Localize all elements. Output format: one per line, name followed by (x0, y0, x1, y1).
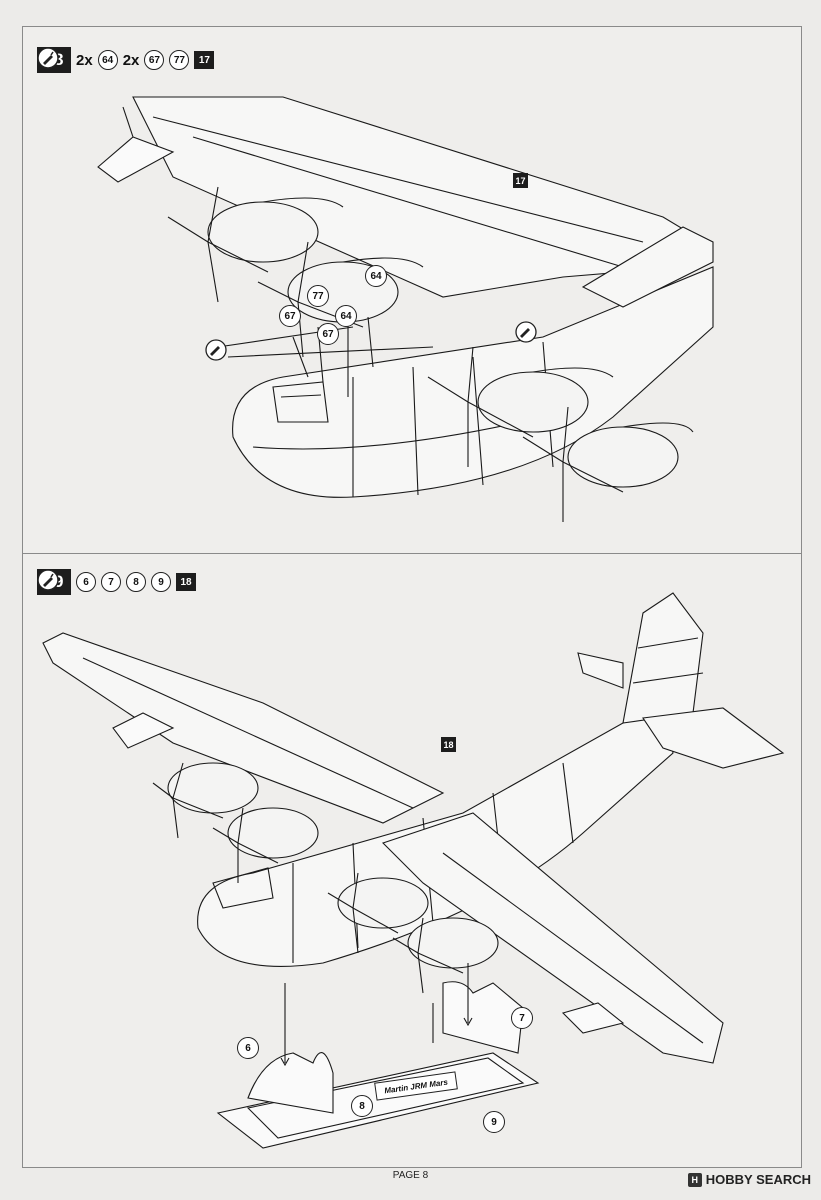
step-19-drawing (42, 592, 785, 1149)
watermark-text: HOBBY SEARCH (705, 1172, 811, 1187)
part-callout: 9 (483, 1111, 505, 1133)
part-number: 67 (144, 50, 165, 70)
instruction-sheet: 18 2x 64 2x 67 77 17 17 64 77 64 67 67 (22, 26, 802, 1168)
part-callout: 7 (511, 1007, 533, 1029)
multiplier-label: 2x (76, 51, 93, 69)
step-18-panel: 18 2x 64 2x 67 77 17 17 64 77 64 67 67 (23, 27, 801, 554)
watermark-icon: H (687, 1172, 702, 1187)
part-callout: 67 (317, 323, 339, 345)
part-callout: 8 (351, 1095, 373, 1117)
part-number: 8 (126, 572, 146, 592)
part-number: 77 (169, 50, 190, 70)
cement-icon (205, 339, 227, 361)
watermark: H HOBBY SEARCH (687, 1172, 811, 1187)
reference-step: 17 (194, 51, 215, 69)
part-callout: 67 (279, 305, 301, 327)
step-18-drawing (97, 96, 714, 522)
model-label: 17 (513, 173, 528, 188)
part-callout: 6 (237, 1037, 259, 1059)
page-number: PAGE 8 (392, 1170, 429, 1181)
part-callout: 77 (307, 285, 329, 307)
part-number: 9 (151, 572, 171, 592)
reference-step: 18 (176, 573, 196, 591)
step-19-panel: 19 6 7 8 9 18 18 6 7 8 9 Martin JRM Mars (23, 553, 801, 1167)
step-18-header: 18 2x 64 2x 67 77 17 (37, 47, 215, 73)
cement-icon (515, 321, 537, 343)
part-number: 64 (97, 50, 118, 70)
multiplier-label: 2x (122, 51, 140, 69)
glue-icon (37, 569, 59, 591)
model-label: 18 (441, 737, 456, 752)
step-19-header: 19 6 7 8 9 18 (37, 569, 196, 595)
part-number: 6 (76, 572, 96, 592)
part-callout: 64 (335, 305, 357, 327)
glue-icon (37, 47, 59, 69)
part-number: 7 (101, 572, 121, 592)
part-callout: 64 (365, 265, 387, 287)
